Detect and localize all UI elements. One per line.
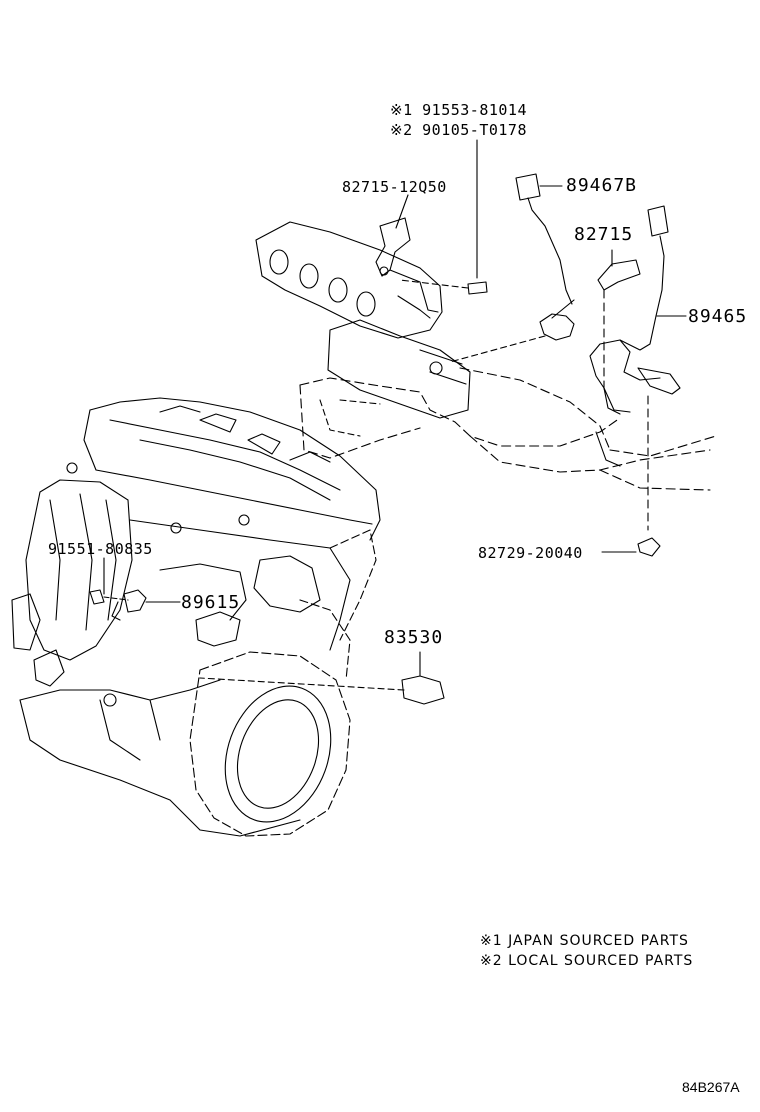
note-japan-sourced: ※1 JAPAN SOURCED PARTS [480,933,689,949]
part-label-91553[interactable]: ※1 91553-81014 [390,101,527,119]
part-label-82715[interactable]: 82715 [574,224,634,245]
bracket-82715-12q50 [375,194,439,313]
knock-sensor-89615 [89,557,181,621]
oxygen-sensor-89465 [589,205,687,531]
part-label-89467b[interactable]: 89467B [566,175,638,196]
part-label-90105[interactable]: ※2 90105-T0178 [390,121,527,139]
part-label-83530[interactable]: 83530 [384,627,444,648]
oil-pressure-switch-83530 [199,651,445,705]
part-label-82715-12q50[interactable]: 82715-12Q50 [342,178,447,196]
clamp-82729 [601,537,661,557]
exhaust-manifold [255,221,717,491]
bracket-82715 [597,249,641,391]
engine-block [11,397,381,837]
bolt-91553 [399,139,488,295]
oxygen-sensor-89467b [449,173,575,363]
illustration-code: 84B267A [682,1079,740,1095]
part-label-89615[interactable]: 89615 [181,592,241,613]
part-label-82729[interactable]: 82729-20040 [478,544,583,562]
note-local-sourced: ※2 LOCAL SOURCED PARTS [480,953,694,969]
part-label-91551[interactable]: 91551-80835 [48,540,153,558]
part-label-89465[interactable]: 89465 [688,306,748,327]
